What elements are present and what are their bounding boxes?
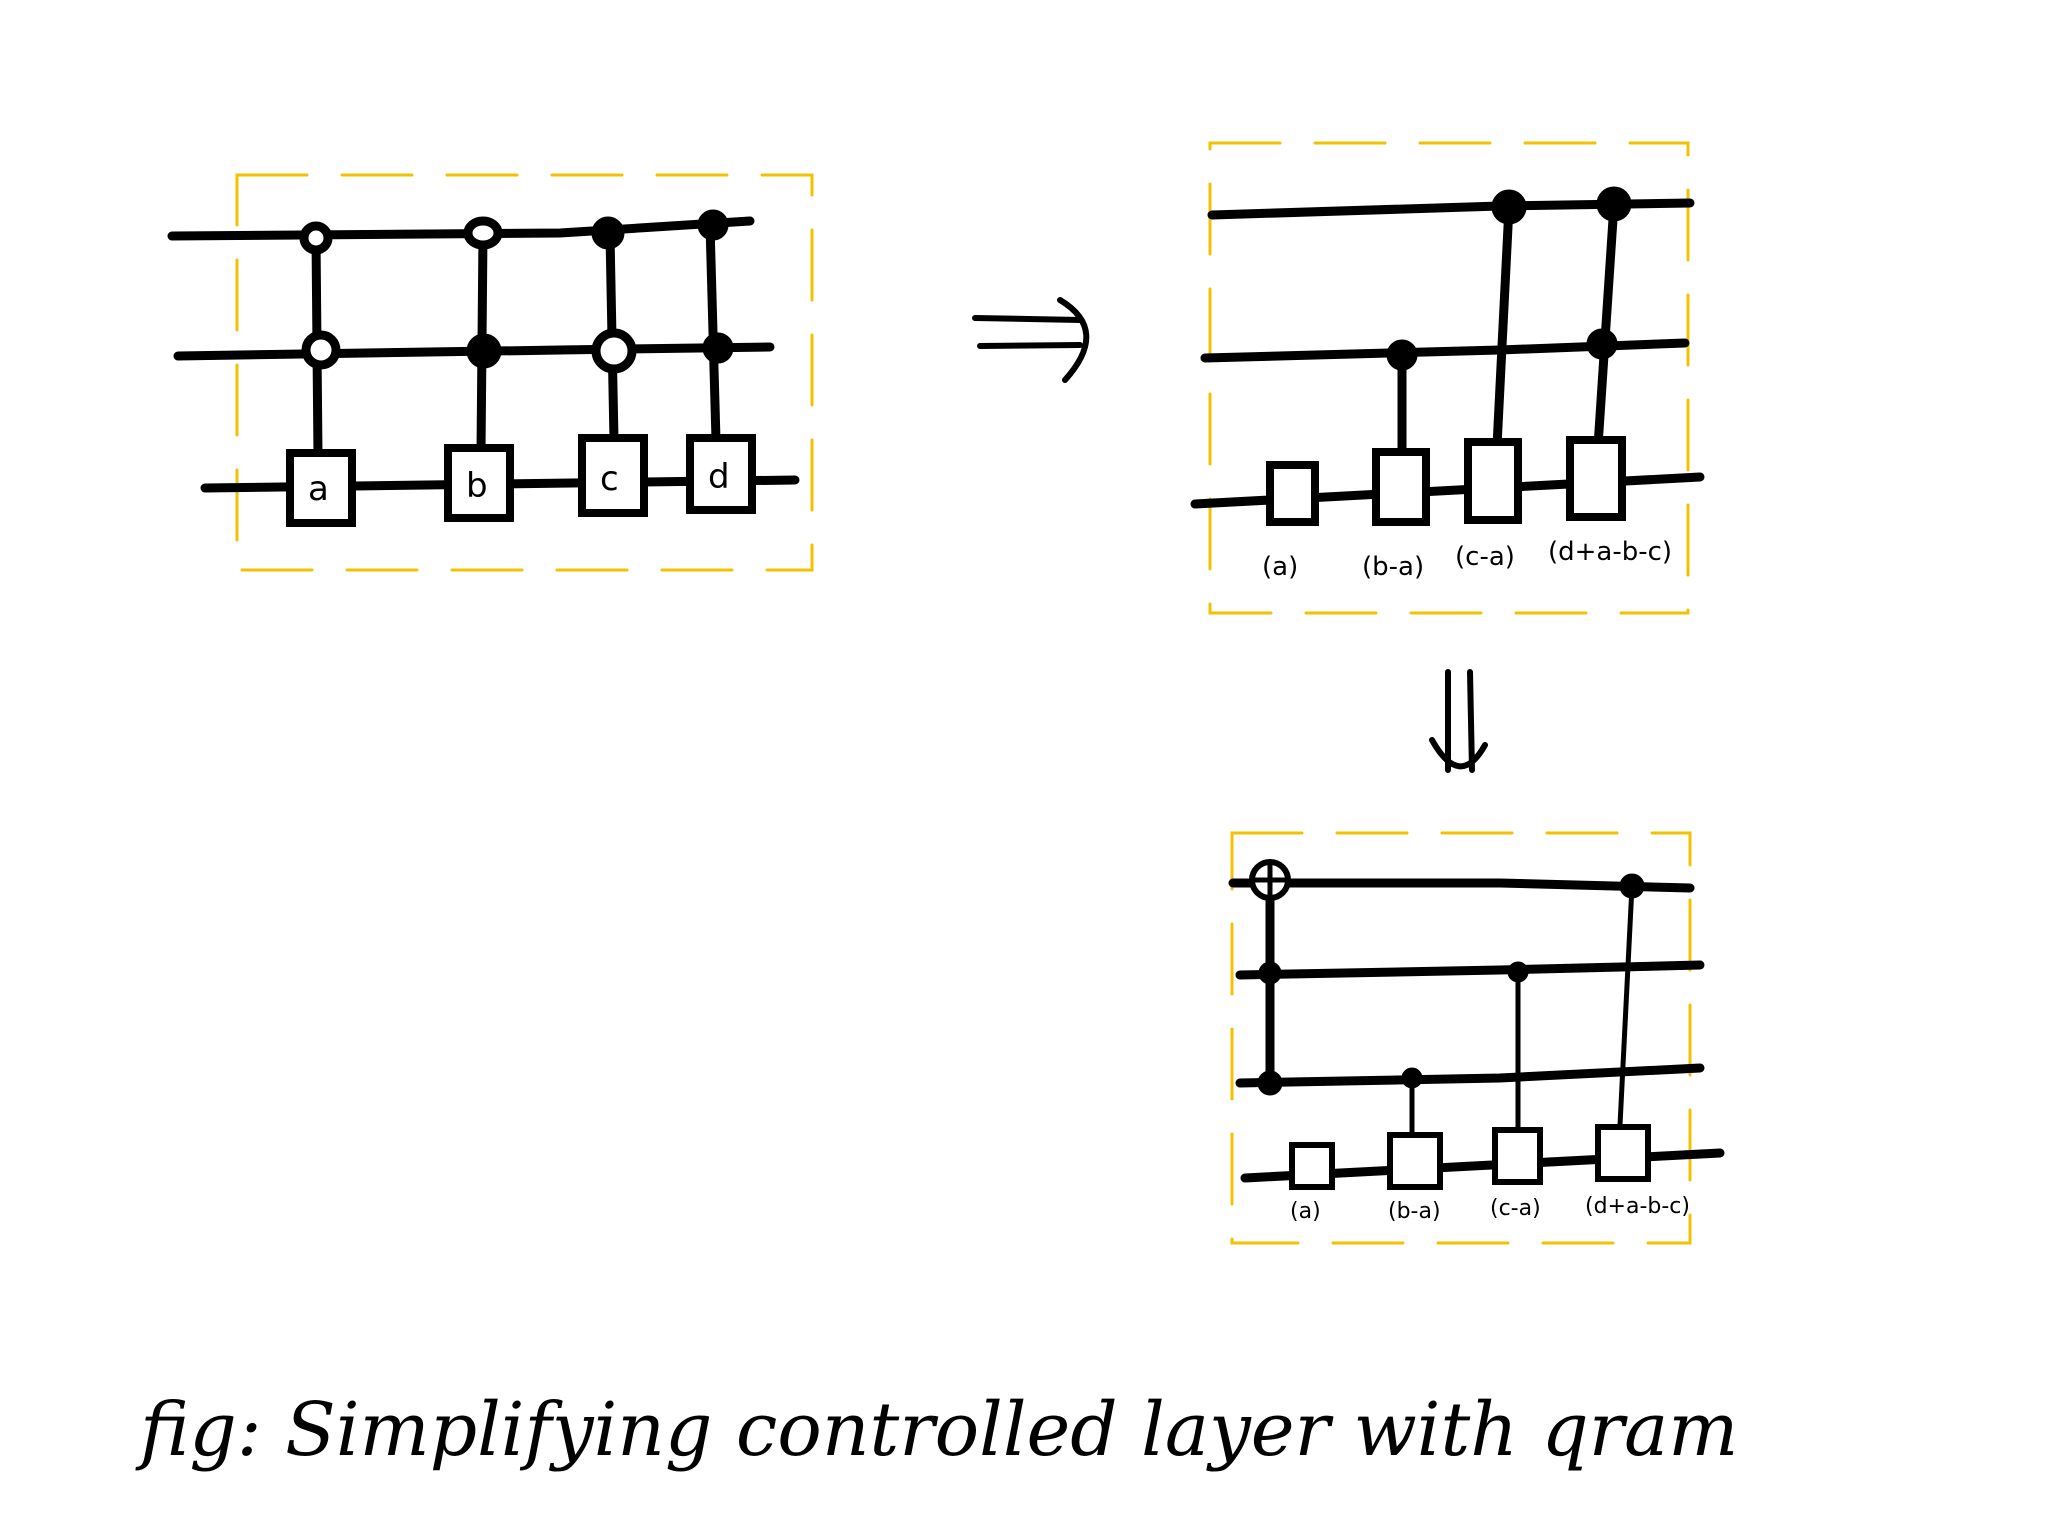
gate-param-c-a [1464, 438, 1522, 524]
arrow-down [1429, 669, 1488, 773]
open-control-a2 [301, 330, 341, 370]
param-label-d-abc: (d+a-b-c) [1585, 1194, 1690, 1219]
param-label-a: (a) [1290, 1199, 1321, 1224]
qubit-wire-3 [1235, 1063, 1705, 1088]
gate-label-c: c [600, 459, 619, 499]
open-control-a1 [299, 221, 333, 255]
gate-c [578, 434, 648, 517]
highlight-frame-qram [1230, 831, 1692, 1245]
highlight-frame-decomposed [1208, 141, 1690, 615]
double-arrow-down-icon [1429, 669, 1488, 773]
gate-label-b: b [466, 466, 488, 506]
gate-b [444, 444, 514, 522]
qubit-wire-2 [1235, 960, 1705, 980]
filled-control-d-abc-2 [1586, 328, 1618, 360]
arrow-right [972, 297, 1090, 383]
gate-param-d-abc [1595, 1124, 1651, 1182]
highlight-frame-original [235, 173, 814, 572]
param-label-b-a: (b-a) [1388, 1199, 1441, 1224]
filled-control-b2 [466, 333, 502, 369]
filled-control-d1 [697, 209, 729, 241]
gate-param-d-abc [1566, 436, 1626, 521]
gate-a [286, 449, 356, 527]
control-line-d-abc [1593, 199, 1619, 451]
gate-param-c-a [1492, 1127, 1543, 1185]
param-label-b-a: (b-a) [1362, 552, 1424, 582]
control-line-c-a [1492, 202, 1514, 451]
gate-param-a [1289, 1142, 1335, 1190]
circuit-original: a b c d [167, 173, 814, 572]
gate-d [686, 434, 756, 514]
qubit-wire-1 [167, 216, 755, 241]
cnot-control-dot-1 [1258, 961, 1282, 985]
filled-control-d-abc-1 [1596, 186, 1632, 222]
filled-control-b-a [1386, 339, 1418, 371]
control-line-d [705, 220, 721, 445]
cnot-control-dot-2 [1257, 1070, 1283, 1096]
filled-control-d2 [702, 332, 734, 364]
gate-param-b-a [1387, 1132, 1443, 1190]
double-arrow-right-icon [972, 297, 1090, 383]
circuit-decomposed: (a) (b-a) (c-a) (d+a-b-c) [1190, 141, 1705, 615]
param-label-c-a: (c-a) [1490, 1196, 1541, 1221]
param-label-d-abc: (d+a-b-c) [1548, 537, 1672, 567]
param-label-c-a: (c-a) [1455, 542, 1515, 572]
circuit-qram: (a) (b-a) (c-a) (d+a-b-c) [1228, 831, 1725, 1245]
open-control-b1 [463, 216, 503, 250]
gate-label-d: d [708, 457, 730, 497]
control-line-d-abc [1617, 883, 1635, 1128]
param-label-a: (a) [1262, 552, 1298, 582]
open-control-c2 [591, 328, 637, 374]
filled-control-b-a [1401, 1067, 1423, 1089]
filled-control-c-a [1507, 961, 1529, 983]
filled-control-c-a [1491, 189, 1527, 225]
filled-control-d-abc [1619, 873, 1645, 899]
gate-param-a [1266, 461, 1319, 526]
figure-caption: fig: Simplifying controlled layer with q… [135, 1387, 1738, 1473]
gate-param-b-a [1372, 448, 1430, 526]
gate-label-a: a [308, 469, 329, 509]
filled-control-c1 [591, 216, 625, 250]
